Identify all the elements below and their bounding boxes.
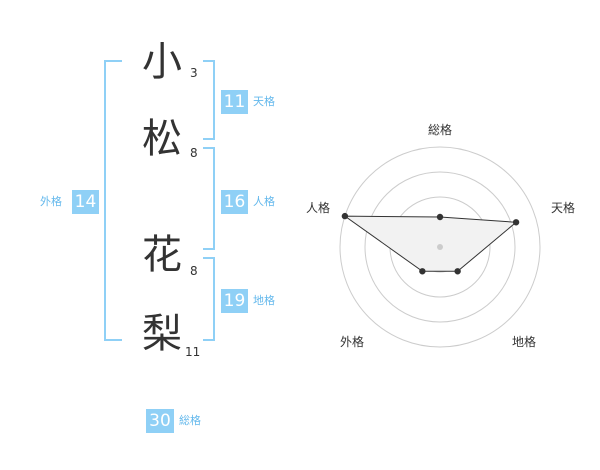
radar-shape [343,215,518,272]
chikaku-bracket [203,257,215,341]
radar-axis-label-jinkaku: 人格 [306,200,330,215]
jinkaku-label: 人格 [253,195,275,208]
stroke-count-4: 11 [185,345,201,359]
radar-ring [364,171,516,323]
tenkaku-label: 天格 [253,95,275,108]
name-char-1: 小 [142,39,182,85]
radar-point-4 [341,212,349,220]
chikaku-value: 19 [221,289,248,313]
jinkaku-value: 16 [221,190,248,214]
tenkaku-bracket [203,60,215,140]
stroke-count-3: 8 [190,264,198,278]
jinkaku-bracket [203,147,215,250]
gaikaku-bracket [104,60,122,341]
stroke-count-2: 8 [190,146,198,160]
radar-point-3 [419,268,426,275]
radar-points [341,212,520,275]
radar-axis-label-gaikaku: 外格 [340,334,364,349]
name-char-3: 花 [142,232,182,278]
radar-axis-label-tenkaku: 天格 [551,200,575,215]
name-char-2: 松 [142,116,182,162]
tenkaku-value: 11 [221,90,248,114]
radar-axis-label-soukaku: 総格 [428,122,452,137]
radar-point-0 [436,213,444,221]
radar-ring [339,146,541,348]
chikaku-label: 地格 [253,294,275,307]
gaikaku-value: 14 [72,190,99,214]
name-char-4: 梨 [142,311,182,357]
soukaku-label: 総格 [179,414,201,427]
radar-point-2 [454,268,461,275]
stroke-count-1: 3 [190,66,198,80]
soukaku-value: 30 [146,409,174,433]
radar-center [437,244,443,250]
radar-axis-label-chikaku: 地格 [512,334,536,349]
radar-point-1 [512,219,520,226]
gaikaku-label: 外格 [40,195,62,208]
